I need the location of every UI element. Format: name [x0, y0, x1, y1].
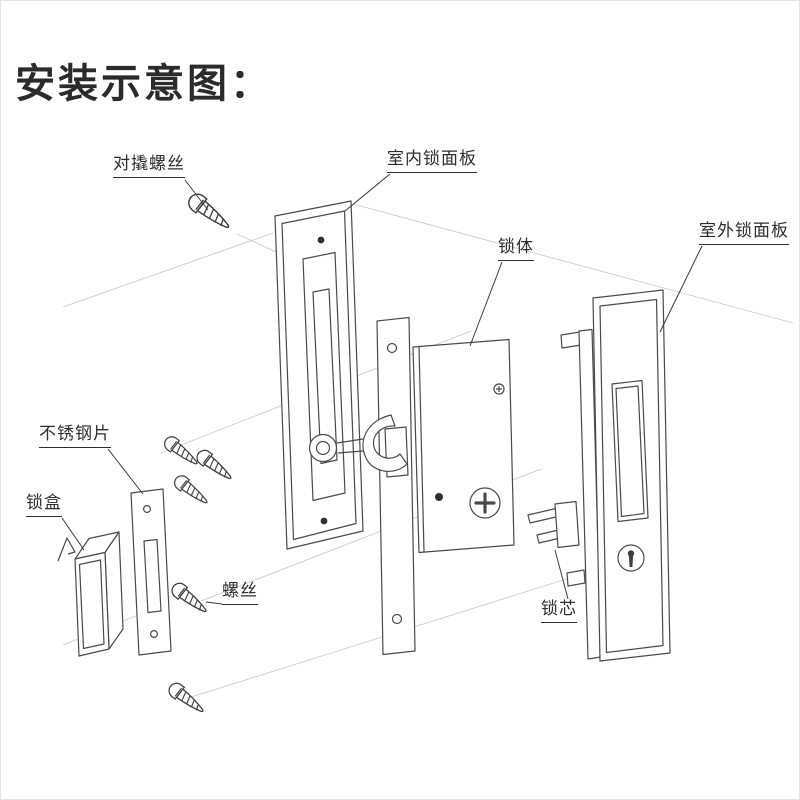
- label-indoor-panel: 室内锁面板: [387, 149, 477, 173]
- spindle-knob-inner: [315, 440, 331, 456]
- phillips-cross: [474, 492, 496, 514]
- plate-hole-top: [386, 342, 398, 354]
- steel-plate-hole-bottom: [150, 629, 159, 638]
- indoor-panel-handle: [312, 288, 338, 465]
- lock-body-hole: [435, 493, 443, 501]
- outdoor-panel-drawing: [560, 289, 671, 662]
- indoor-panel-hole-bottom: [320, 517, 328, 525]
- plate-hole-bottom: [391, 613, 403, 625]
- lock-box-drawing: [57, 531, 124, 657]
- steel-plate-hole-top: [143, 505, 152, 514]
- lock-box-front-inner: [78, 559, 105, 650]
- hook-bolt: [362, 414, 408, 472]
- label-screw: 螺丝: [222, 581, 258, 605]
- leader-lines: [61, 173, 703, 605]
- steel-plate-drawing: [130, 488, 172, 656]
- panel-recess-inner: [615, 385, 645, 518]
- screw-icon: [171, 472, 212, 509]
- steel-plate-slot: [143, 538, 162, 614]
- keyhole-slot: [628, 554, 634, 567]
- mounting-plate-drawing: [376, 316, 416, 656]
- lock-body-outline: [412, 338, 515, 554]
- lock-body-drawing: [412, 338, 515, 554]
- label-outdoor-panel: 室外锁面板: [699, 221, 789, 245]
- indoor-panel-drawing: [274, 200, 364, 550]
- plate-outline: [376, 316, 416, 656]
- anti-pry-screw-icon: [184, 189, 235, 235]
- screw-icon: [193, 446, 237, 485]
- hook-bolt-drawing: [308, 414, 408, 472]
- label-lock-box: 锁盒: [26, 493, 62, 517]
- lock-box-clip: [57, 537, 76, 562]
- page-title: 安装示意图：: [15, 62, 273, 106]
- mount-tab-bottom: [566, 569, 586, 587]
- label-lock-cylinder: 锁芯: [541, 599, 577, 623]
- indoor-panel-hole-top: [317, 236, 325, 244]
- label-anti-pry-screw: 对撬螺丝: [113, 154, 185, 178]
- screw-icon: [165, 679, 209, 718]
- screws-drawing: [161, 189, 237, 718]
- lock-cylinder-drawing: [527, 500, 580, 549]
- screw-icon: [168, 579, 212, 618]
- label-lock-body: 锁体: [498, 237, 534, 261]
- mount-tab-top: [560, 331, 582, 349]
- label-steel-plate: 不锈钢片: [39, 424, 111, 448]
- corner-screw-cross: [496, 386, 502, 392]
- lock-body-depth-line: [418, 346, 425, 553]
